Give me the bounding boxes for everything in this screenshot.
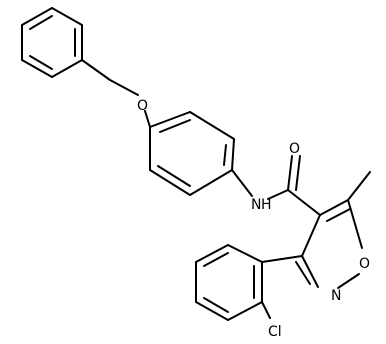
chlorophenyl-ring <box>195 244 263 321</box>
atom-cl: Cl <box>268 324 282 340</box>
atom-o-ether: O <box>137 98 148 114</box>
atom-n-amide: N <box>251 197 261 213</box>
bond-carbonyl-o-2 <box>295 155 301 191</box>
bond-o-phenyl <box>144 110 151 128</box>
bond-phenyl-n <box>231 169 253 197</box>
bond-methyl <box>347 171 371 201</box>
isoxazole-ring <box>295 199 363 289</box>
atom-o-carbonyl: O <box>289 141 300 157</box>
phenylene-ring <box>149 111 235 196</box>
atom-h-amide: H <box>261 197 272 213</box>
bond-carbonyl-c4 <box>287 189 321 216</box>
atom-labels: O O N H N O Cl <box>137 98 370 340</box>
benzyl-ring <box>21 7 83 78</box>
bond-carbonyl-o-1 <box>287 155 293 191</box>
bond-ch2-o <box>109 79 139 96</box>
bond-n-carbonyl <box>267 189 289 200</box>
atom-o-ring: O <box>359 256 370 272</box>
bond-ring-ch2 <box>81 59 111 81</box>
bond-c-cl <box>261 301 271 319</box>
bond-c3-aryl <box>261 255 303 263</box>
atom-n-ring: N <box>331 288 341 304</box>
